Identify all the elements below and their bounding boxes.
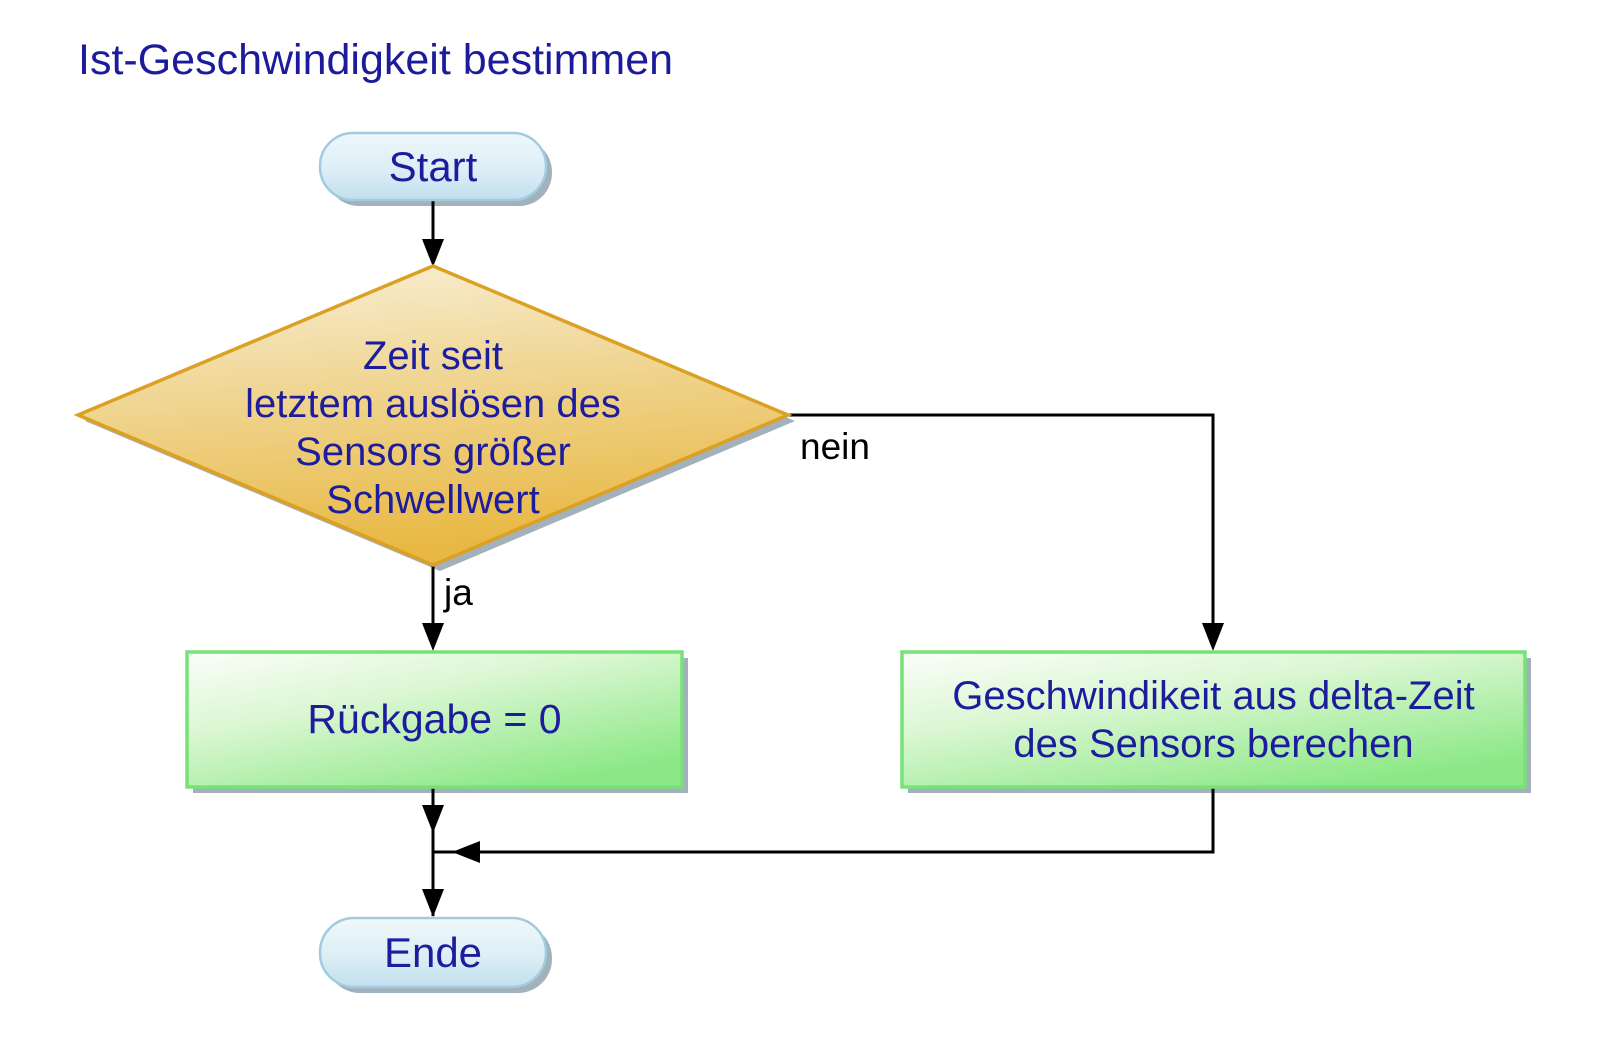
end-node [318, 916, 548, 989]
start-node [318, 131, 548, 202]
arrowhead-start-decision [422, 239, 444, 267]
arrowhead-decision-no [1202, 623, 1224, 651]
arrowhead-into-end [422, 889, 444, 917]
edge-decision-no [786, 413, 1215, 625]
edge-compute-speed-merge [434, 787, 1215, 854]
arrowhead-return-zero-mid [422, 805, 444, 833]
page-title: Ist-Geschwindigkeit bestimmen [78, 36, 674, 84]
arrowhead-decision-yes [422, 623, 444, 651]
decision-node [73, 264, 793, 567]
process-node-compute-speed [900, 650, 1527, 789]
process-node-return-zero [185, 650, 684, 789]
arrowhead-compute-speed-merge [452, 841, 480, 863]
